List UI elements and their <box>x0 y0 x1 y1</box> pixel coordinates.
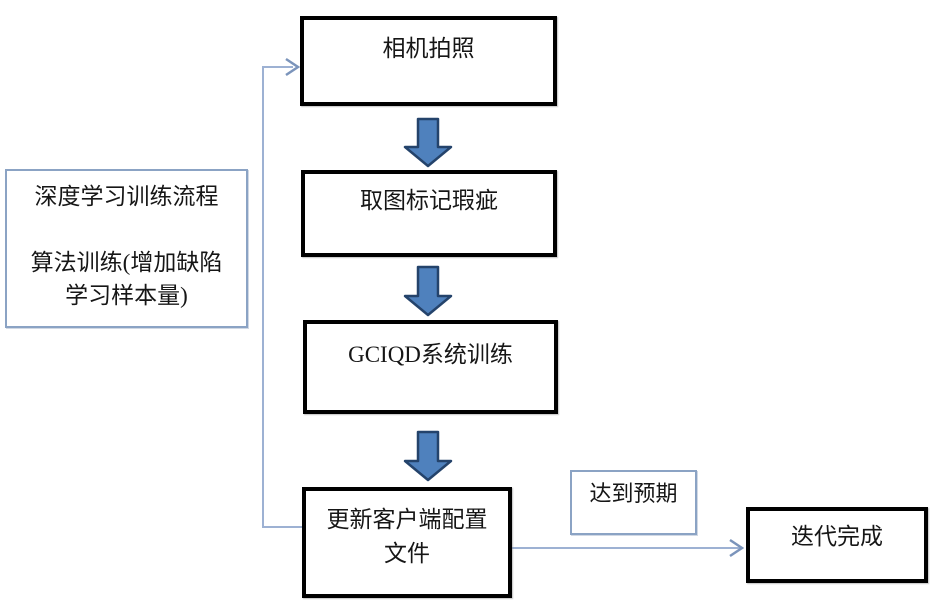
flow-step-label: 取图标记瑕疵 <box>360 188 498 213</box>
legend-panel: 深度学习训练流程 算法训练(增加缺陷 学习样本量) <box>5 169 248 328</box>
down-arrow-icon-1 <box>403 117 453 168</box>
flow-step-label: GCIQD系统训练 <box>348 342 513 367</box>
flow-step-mark-defects: 取图标记瑕疵 <box>301 170 557 257</box>
down-arrow-icon-2 <box>403 265 453 317</box>
loop-connector-arrowhead-icon <box>285 57 301 77</box>
flow-step-label: 迭代完成 <box>791 524 883 549</box>
flow-step-iteration-complete: 迭代完成 <box>746 507 928 583</box>
down-arrow-icon-3 <box>403 430 453 482</box>
legend-line-2: 算法训练(增加缺陷 <box>30 250 223 275</box>
legend-line-spacer <box>7 213 246 246</box>
legend-line-1: 深度学习训练流程 <box>34 184 219 209</box>
flow-step-gciqd-training: GCIQD系统训练 <box>303 320 558 414</box>
flow-step-label-line2: 文件 <box>384 541 430 566</box>
flow-step-camera-capture: 相机拍照 <box>300 16 557 106</box>
legend-line-3: 学习样本量) <box>65 283 188 308</box>
condition-label-box: 达到预期 <box>570 470 697 535</box>
flow-step-label-line1: 更新客户端配置 <box>326 507 488 532</box>
condition-label: 达到预期 <box>589 481 678 506</box>
flow-step-update-client-config: 更新客户端配置 文件 <box>302 487 512 598</box>
result-connector-arrowhead-icon <box>729 538 745 558</box>
flow-step-label: 相机拍照 <box>382 36 475 61</box>
loop-connector-line <box>262 66 302 528</box>
